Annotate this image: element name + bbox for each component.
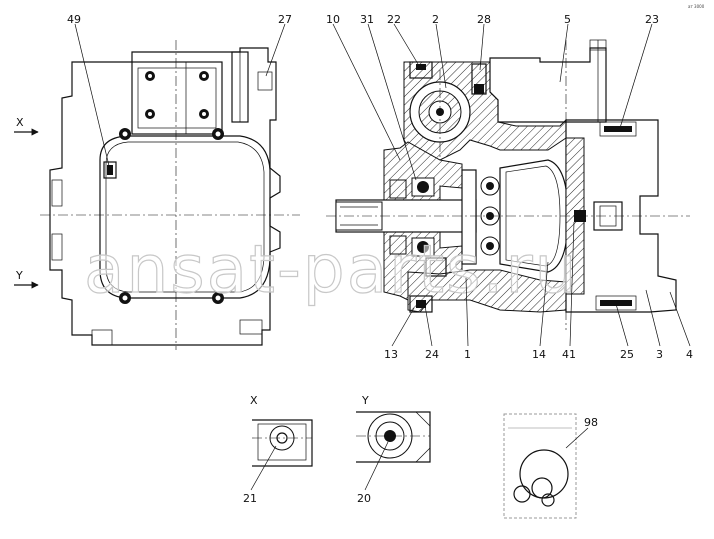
callout-98: 98 bbox=[584, 416, 598, 429]
view-arrows: X Y bbox=[14, 116, 39, 289]
detail-y-label: Y bbox=[361, 394, 369, 407]
detail-y: Y bbox=[356, 394, 431, 463]
callout-31: 31 bbox=[360, 13, 374, 26]
left-end-view bbox=[40, 40, 300, 350]
callout-labels: 49 27 10 31 22 2 28 5 23 13 24 1 14 41 2… bbox=[67, 13, 693, 505]
detail-x-label: X bbox=[250, 394, 258, 407]
callout-4: 4 bbox=[686, 348, 693, 361]
callout-1: 1 bbox=[464, 348, 471, 361]
callout-10: 10 bbox=[326, 13, 340, 26]
callout-2: 2 bbox=[432, 13, 439, 26]
callout-25: 25 bbox=[620, 348, 634, 361]
y-arrow-label: Y bbox=[15, 269, 23, 282]
watermark: ansat-parts.ru bbox=[84, 231, 578, 308]
corner-mark: ат 3000 bbox=[688, 4, 705, 9]
callout-5: 5 bbox=[564, 13, 571, 26]
callout-23: 23 bbox=[645, 13, 659, 26]
callout-24: 24 bbox=[425, 348, 439, 361]
leader-lines bbox=[74, 23, 691, 491]
right-section-view bbox=[326, 39, 690, 330]
callout-13: 13 bbox=[384, 348, 398, 361]
callout-21: 21 bbox=[243, 492, 257, 505]
x-arrow-label: X bbox=[16, 116, 24, 129]
callout-3: 3 bbox=[656, 348, 663, 361]
callout-14: 14 bbox=[532, 348, 546, 361]
callout-22: 22 bbox=[387, 13, 401, 26]
callout-27: 27 bbox=[278, 13, 292, 26]
seal-kit-bag bbox=[503, 413, 577, 519]
callout-49: 49 bbox=[67, 13, 81, 26]
callout-41: 41 bbox=[562, 348, 576, 361]
callout-28: 28 bbox=[477, 13, 491, 26]
detail-x: X bbox=[250, 394, 313, 467]
callout-20: 20 bbox=[357, 492, 371, 505]
